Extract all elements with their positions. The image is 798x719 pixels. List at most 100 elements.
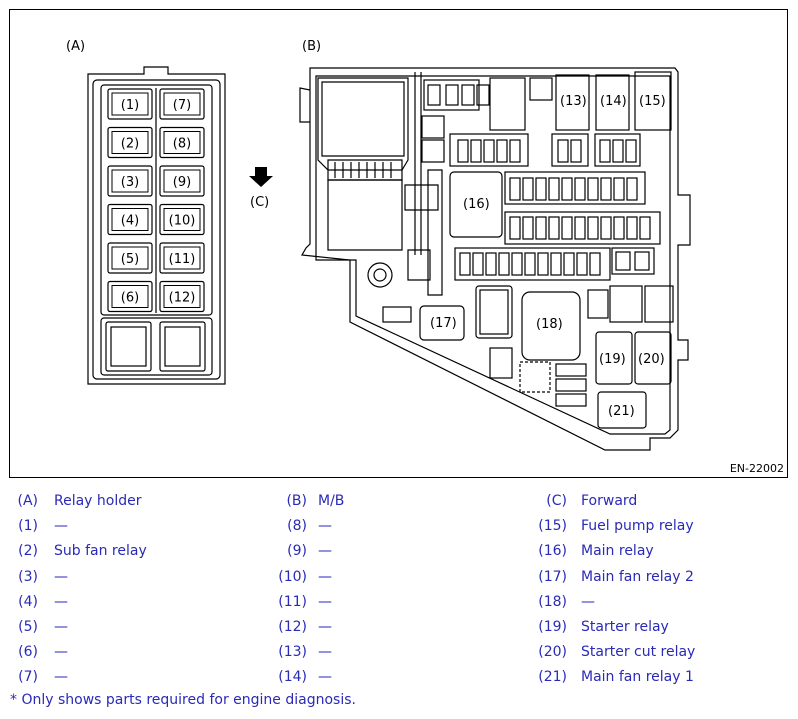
- legend-row: (21) Main fan relay 1: [0, 667, 798, 687]
- label-14: (14): [600, 94, 627, 109]
- legend-text: M/B: [318, 493, 345, 509]
- footnote: * Only shows parts required for engine d…: [10, 692, 356, 708]
- legend-ref: (20): [538, 644, 567, 661]
- legend-text: —: [54, 619, 68, 635]
- label-13: (13): [560, 94, 587, 109]
- legend-text: —: [318, 619, 332, 635]
- legend-ref: (B): [286, 493, 307, 509]
- legend-text: —: [54, 518, 68, 535]
- legend-ref: (15): [538, 518, 567, 535]
- legend-text: Forward: [581, 493, 638, 509]
- relay-slot: [159, 280, 205, 313]
- relay-slot: [107, 242, 153, 274]
- legend-text: —: [318, 543, 332, 560]
- relay-slot-label: (7): [173, 98, 191, 113]
- legend-text: —: [318, 568, 332, 585]
- legend-ref: (14): [278, 669, 307, 686]
- legend-text: —: [318, 644, 332, 661]
- relay-slot: [159, 88, 205, 120]
- relay-slot-label: (8): [173, 137, 191, 152]
- legend-text: Main fan relay 1: [581, 669, 694, 686]
- legend-ref: (6): [18, 644, 38, 661]
- legend-row: (9) —: [0, 541, 798, 561]
- legend-ref: (17): [538, 568, 567, 585]
- legend-row: (A) Relay holder: [0, 491, 798, 511]
- relay-slot-inner: [111, 246, 149, 270]
- relay-slot-label: (11): [169, 252, 196, 267]
- legend-row: (1)—: [0, 516, 798, 536]
- relay-slot: [159, 126, 205, 159]
- legend-ref: (10): [278, 568, 307, 585]
- legend-text: Sub fan relay: [54, 543, 147, 560]
- relay-slot-inner: [163, 131, 201, 154]
- legend-text: Main relay: [581, 543, 654, 560]
- legend-row: (16) Main relay: [0, 541, 798, 561]
- relay-slot-inner: [163, 285, 201, 308]
- relay-slot-inner: [163, 246, 201, 270]
- legend-row: (4) —: [0, 592, 798, 612]
- legend-ref: (12): [278, 619, 307, 635]
- legend-row: (19)Starter relay: [0, 617, 798, 637]
- label-a: (A): [66, 39, 85, 54]
- legend-row: (B) M/B: [0, 491, 798, 511]
- legend-row: (15) Fuel pump relay: [0, 516, 798, 536]
- legend-text: Main fan relay 2: [581, 568, 694, 585]
- legend-text: Fuel pump relay: [581, 518, 694, 535]
- relay-slot-inner: [111, 208, 149, 231]
- relay-slot: [159, 242, 205, 274]
- legend-row: (14) —: [0, 667, 798, 687]
- legend-text: —: [318, 593, 332, 610]
- legend-row: (5) —: [0, 617, 798, 637]
- diagram-svg: (A) (B) (1)(7)(2)(8)(3)(9)(4)(10)(5)(11)…: [66, 39, 691, 451]
- relay-slot-inner: [163, 208, 201, 231]
- relay-slot-label: (12): [169, 291, 196, 306]
- label-17: (17): [430, 316, 457, 331]
- legend-ref: (11): [278, 593, 307, 610]
- relay-slot-inner: [111, 131, 149, 154]
- legend-row: (7) —: [0, 667, 798, 687]
- relay-slot-label: (2): [121, 137, 139, 152]
- forward-arrow-icon: [249, 167, 273, 187]
- legend-ref: (2): [18, 543, 38, 560]
- legend-text: Relay holder: [54, 493, 142, 509]
- legend-text: —: [581, 593, 595, 610]
- legend-ref: (8): [287, 518, 307, 535]
- legend-row: (17) Main fan relay 2: [0, 567, 798, 587]
- legend-ref: (4): [18, 593, 38, 610]
- relay-slots: (1)(7)(2)(8)(3)(9)(4)(10)(5)(11)(6)(12): [107, 88, 205, 313]
- legend-row: (2) Sub fan relay: [0, 541, 798, 561]
- legend-ref: (9): [287, 543, 307, 560]
- legend-text: —: [54, 669, 68, 686]
- label-b: (B): [302, 39, 321, 54]
- relay-slot-inner: [163, 169, 201, 193]
- label-21: (21): [608, 404, 635, 419]
- legend-ref: (13): [278, 644, 307, 661]
- legend-row: (10) —: [0, 567, 798, 587]
- legend-ref: (5): [18, 619, 38, 635]
- legend-text: Starter cut relay: [581, 644, 696, 661]
- relay-slot-label: (6): [121, 291, 139, 306]
- relay-slot-inner: [111, 169, 149, 193]
- legend-text: —: [54, 644, 68, 661]
- relay-slot-inner: [163, 92, 201, 116]
- relay-slot-label: (1): [121, 98, 139, 113]
- main-box: [299, 67, 691, 451]
- legend-ref: (18): [538, 593, 567, 610]
- relay-slot: [107, 165, 153, 197]
- relay-slot: [107, 88, 153, 120]
- legend-ref: (7): [18, 669, 38, 686]
- legend-ref: (16): [538, 543, 567, 560]
- relay-slot-label: (4): [121, 214, 139, 229]
- label-18: (18): [536, 317, 563, 332]
- legend-ref: (A): [17, 493, 38, 509]
- legend-row: (3)—: [0, 567, 798, 587]
- legend-row: (C)Forward: [0, 491, 798, 511]
- diagram-figure: (A) (B) (1)(7)(2)(8)(3)(9)(4)(10)(5)(11)…: [9, 9, 788, 478]
- legend-ref: (19): [538, 619, 567, 635]
- relay-slot: [107, 203, 153, 236]
- legend-row: (8) —: [0, 516, 798, 536]
- relay-slot-label: (10): [169, 214, 196, 229]
- relay-slot: [107, 126, 153, 159]
- legend-ref: (21): [538, 669, 567, 686]
- legend-row: (12) —: [0, 617, 798, 637]
